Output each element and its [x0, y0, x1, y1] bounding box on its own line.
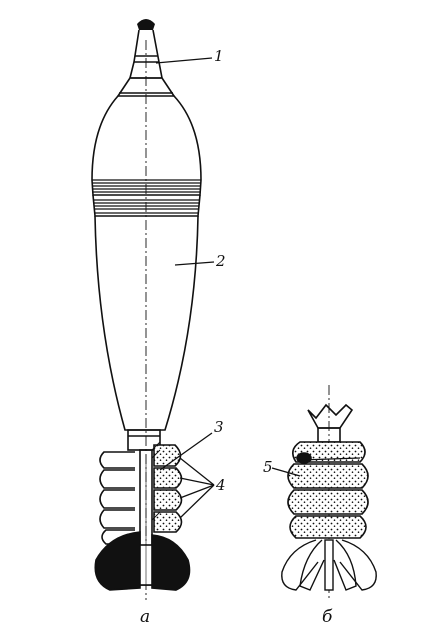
obturating-bands: [92, 179, 201, 214]
leader-5: [271, 467, 301, 477]
fins-b: [281, 539, 377, 591]
leader-4d: [179, 484, 215, 519]
caption-view-a: а: [140, 607, 150, 627]
projectile-body: [91, 95, 202, 431]
horseshoe-charges: [287, 441, 369, 539]
leader-lines: [155, 57, 215, 519]
propellant-rings-left: [99, 451, 135, 545]
leader-4c: [179, 484, 215, 499]
view-captions: а б: [140, 607, 333, 627]
leader-3: [159, 432, 213, 471]
caption-view-b: б: [322, 607, 333, 627]
callout-1: 1: [214, 47, 224, 65]
callout-3: 3: [214, 418, 224, 436]
callout-2: 2: [215, 252, 226, 270]
leader-2: [174, 261, 215, 266]
callout-4: 4: [215, 476, 226, 494]
leader-4a: [179, 457, 215, 486]
callout-5: 5: [263, 458, 273, 476]
view-b-tail-assembly: [271, 385, 377, 600]
leader-1: [155, 57, 213, 64]
view-a-projectile: [91, 19, 215, 600]
propellant-charges-right: [151, 441, 183, 533]
leader-4b: [179, 477, 215, 486]
callout-labels: 1 2 3 4 5: [214, 47, 273, 494]
tail-fins: [94, 531, 191, 591]
